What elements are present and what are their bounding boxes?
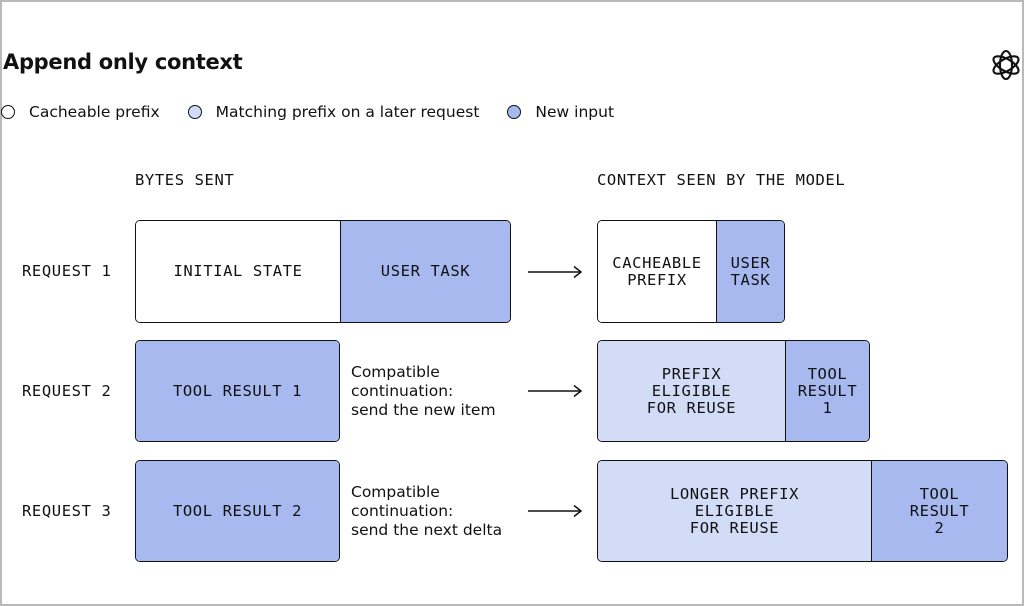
legend-label: Matching prefix on a later request (215, 103, 480, 121)
legend-item-new-input: New input (507, 103, 614, 121)
bytes-sent-box-request-1: INITIAL STATE USER TASK (135, 220, 511, 323)
note-line: Compatible (351, 483, 440, 501)
context-box-request-2: PREFIX ELIGIBLE FOR REUSE TOOL RESULT 1 (597, 340, 870, 442)
segment-tool-result-2-context: TOOL RESULT 2 (871, 461, 1007, 561)
segment-user-task: USER TASK (340, 221, 510, 322)
segment-longer-prefix-eligible: LONGER PREFIX ELIGIBLE FOR REUSE (598, 461, 871, 561)
note-line: send the next delta (351, 521, 503, 539)
diagram-title: Append only context (3, 50, 243, 74)
segment-prefix-eligible: PREFIX ELIGIBLE FOR REUSE (598, 341, 785, 441)
note-line: continuation: (351, 382, 454, 400)
segment-tool-result-1-context: TOOL RESULT 1 (785, 341, 869, 441)
note-line: send the new item (351, 401, 496, 419)
segment-user-task-context: USER TASK (716, 221, 784, 322)
legend: Cacheable prefix Matching prefix on a la… (1, 101, 642, 123)
bytes-sent-box-request-3: TOOL RESULT 2 (135, 460, 340, 562)
legend-label: Cacheable prefix (29, 103, 160, 121)
context-box-request-3: LONGER PREFIX ELIGIBLE FOR REUSE TOOL RE… (597, 460, 1008, 562)
note-line: Compatible (351, 363, 440, 381)
legend-swatch-new-input (507, 105, 522, 119)
segment-initial-state: INITIAL STATE (136, 221, 340, 322)
segment-tool-result-1: TOOL RESULT 1 (136, 341, 339, 441)
note-request-3: Compatible continuation: send the next d… (351, 483, 502, 540)
row-label-request-2: REQUEST 2 (22, 382, 112, 400)
segment-cacheable-prefix: CACHEABLE PREFIX (598, 221, 716, 322)
arrow-right-icon (528, 504, 583, 518)
column-header-context-seen: CONTEXT SEEN BY THE MODEL (597, 171, 846, 189)
row-label-request-3: REQUEST 3 (22, 502, 112, 520)
legend-item-cacheable: Cacheable prefix (1, 103, 160, 121)
row-label-request-1: REQUEST 1 (22, 262, 112, 280)
note-request-2: Compatible continuation: send the new it… (351, 363, 496, 420)
openai-knot-icon (992, 49, 1020, 81)
bytes-sent-box-request-2: TOOL RESULT 1 (135, 340, 340, 442)
column-header-bytes-sent: BYTES SENT (135, 171, 235, 189)
context-box-request-1: CACHEABLE PREFIX USER TASK (597, 220, 785, 323)
note-line: continuation: (351, 502, 454, 520)
legend-swatch-matching (187, 105, 202, 119)
legend-label: New input (535, 103, 615, 121)
legend-item-matching: Matching prefix on a later request (187, 103, 480, 121)
legend-swatch-cacheable (1, 105, 15, 119)
arrow-right-icon (528, 384, 583, 398)
arrow-right-icon (528, 265, 583, 279)
segment-tool-result-2: TOOL RESULT 2 (136, 461, 339, 561)
